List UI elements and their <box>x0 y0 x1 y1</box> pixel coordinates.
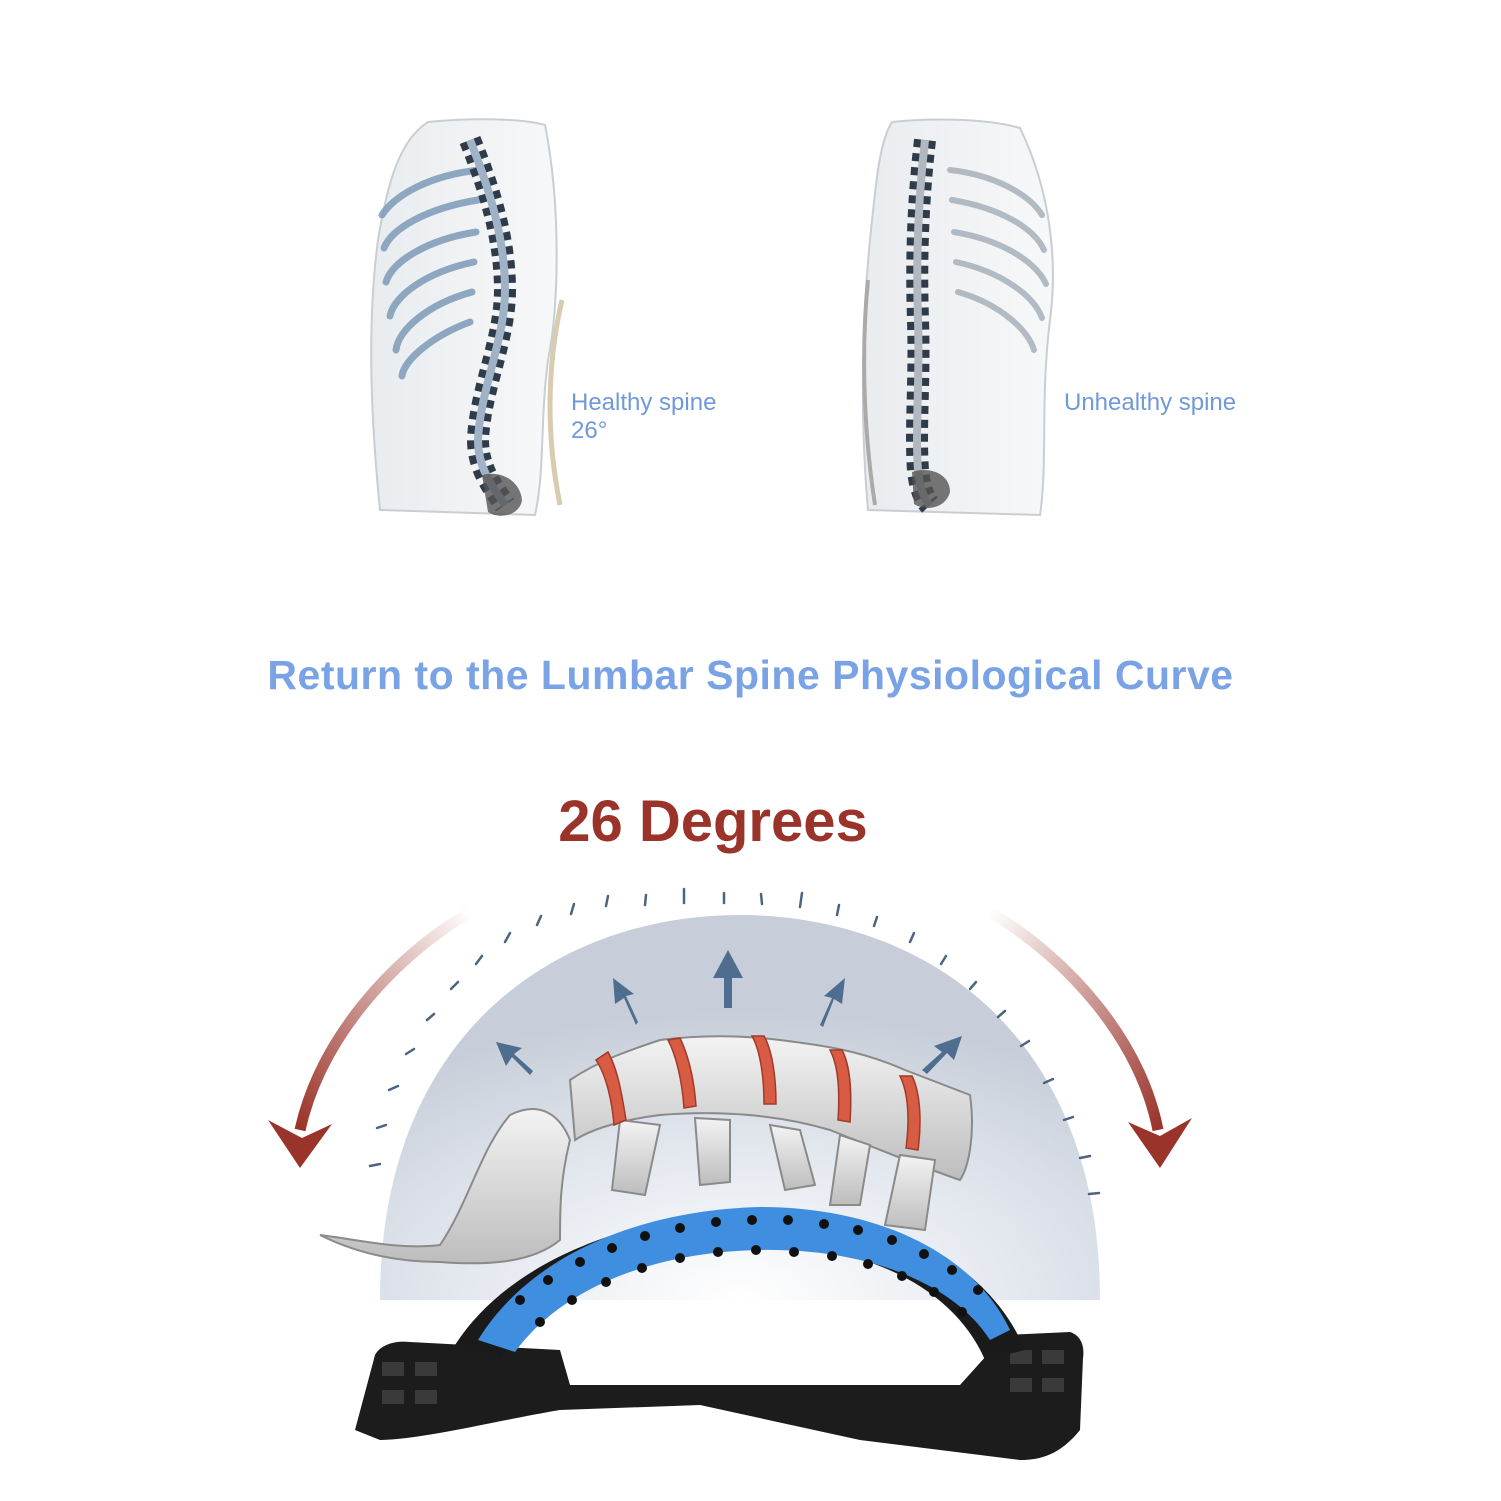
left-curved-arrow <box>268 907 473 1168</box>
unhealthy-spine-label: Unhealthy spine <box>1064 389 1237 416</box>
healthy-spine-label: Healthy spine 26° <box>571 389 716 445</box>
lumbar-vertebrae <box>319 1035 973 1265</box>
lift-arrows <box>496 950 962 1075</box>
spinal-discs <box>594 1035 921 1151</box>
stretcher-scene <box>268 887 1192 1460</box>
healthy-spine-angle: 26° <box>571 417 608 444</box>
degrees-title: 26 Degrees <box>558 789 868 854</box>
lift-arrow-1 <box>496 1042 533 1075</box>
angle-scale-ticks <box>368 887 1101 1196</box>
lift-arrow-4 <box>820 978 845 1027</box>
lift-arrow-5 <box>922 1036 962 1074</box>
healthy-spine-text: Healthy spine <box>571 389 717 416</box>
healthy-spine-figure <box>370 118 565 517</box>
unhealthy-spine-figure <box>861 118 1054 517</box>
right-curved-arrow <box>987 907 1192 1168</box>
headline: Return to the Lumbar Spine Physiological… <box>267 652 1234 698</box>
lift-arrow-3 <box>713 950 743 1008</box>
back-stretcher-device <box>355 1207 1084 1460</box>
lift-arrow-2 <box>613 978 638 1025</box>
